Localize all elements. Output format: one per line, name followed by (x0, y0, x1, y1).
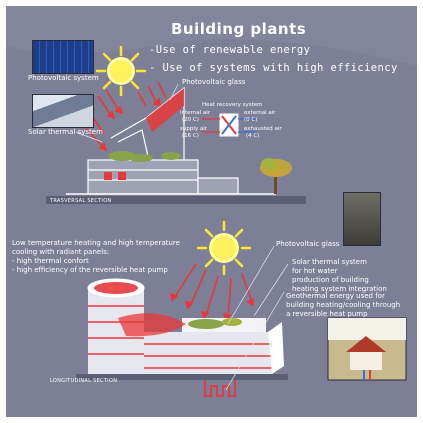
geothermal-pipe-icon (204, 380, 236, 397)
heat-exchanger-icon (202, 113, 256, 137)
longitudinal-building (76, 278, 288, 380)
label-internal-air: internal air (180, 110, 211, 116)
label-photovoltaic-system: Photovoltaic system (28, 74, 99, 82)
energy-arrow-icon (169, 263, 254, 322)
label-geothermal-3: a reversible heat pump (286, 310, 368, 318)
label-solar-thermal-3: production of building (292, 276, 369, 284)
label-photovoltaic-glass-top: Photovoltaic glass (182, 78, 246, 86)
interior-photo (343, 192, 381, 246)
label-photovoltaic-glass-bottom: Photovoltaic glass (276, 240, 340, 248)
label-radiant-line3: - high thermal confort (12, 257, 89, 265)
longitudinal-section-label: LONGITUDINAL SECTION (50, 378, 118, 384)
page-title: Building plants (171, 20, 307, 38)
sun-icon (95, 45, 147, 97)
tree-icon (260, 158, 292, 194)
label-radiant-line2: cooling with radiant panels: (12, 248, 110, 256)
label-geothermal-1: Geothermal energy used for (286, 292, 385, 300)
label-external-air: external air (244, 110, 276, 116)
label-heat-recovery: Heat recovery system (202, 102, 263, 108)
energy-arrow-icon (85, 81, 167, 152)
label-solar-thermal-1: Solar thermal system (292, 258, 367, 266)
label-geothermal-2: building heating/cooling through (286, 301, 401, 309)
geothermal-house-inset (327, 317, 407, 381)
photovoltaic-panel-photo (32, 40, 94, 74)
diagram-artwork (6, 6, 417, 397)
label-solar-thermal-system: Solar thermal system (28, 128, 103, 136)
label-radiant-line4: - high efficiency of the reversible heat… (12, 266, 168, 274)
label-supply-air-temp: (16 C) (182, 133, 199, 139)
label-external-air-temp: (0 C) (244, 117, 258, 123)
label-internal-air-temp: (20 C) (182, 117, 199, 123)
transversal-section-label: TRASVERSAL SECTION (50, 198, 112, 204)
bullet-renewable: -Use of renewable energy (149, 44, 311, 56)
sun-icon (196, 220, 252, 276)
label-exhausted-air-temp: (4 C) (246, 133, 260, 139)
label-exhausted-air: exhausted air (244, 126, 282, 132)
transversal-building (66, 86, 276, 195)
label-solar-thermal-2: for hot water (292, 267, 338, 275)
solar-thermal-photo (32, 94, 94, 128)
diagram-canvas: Building plants -Use of renewable energy… (6, 6, 417, 417)
label-radiant-heading: Low temperature heating and high tempera… (12, 239, 180, 247)
label-supply-air: supply air (180, 126, 208, 132)
label-solar-thermal-4: heating system integration (292, 285, 387, 293)
bullet-efficiency: - Use of systems with high efficiency (149, 62, 398, 74)
